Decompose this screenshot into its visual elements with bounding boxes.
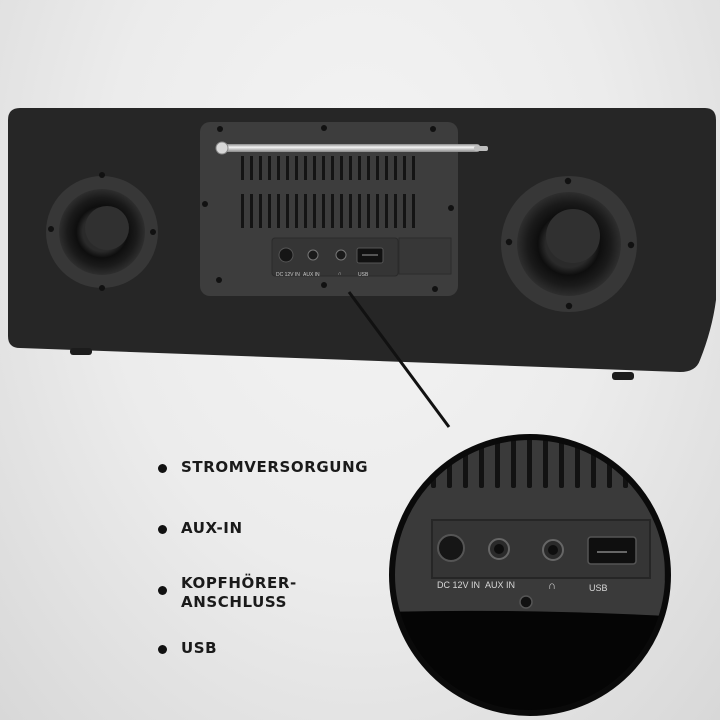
left-speaker (46, 172, 158, 291)
zoom-detail (392, 437, 668, 713)
feature-item-usb: USB (158, 639, 217, 658)
rear-panel (200, 122, 488, 296)
bullet-icon (158, 645, 167, 654)
bullet-icon (158, 525, 167, 534)
port-label-dc: DC 12V IN (276, 272, 300, 278)
feature-label: USB (181, 639, 218, 657)
bullet-icon (158, 464, 167, 473)
feature-label-line2: ANSCHLUSS (181, 593, 288, 611)
right-speaker (501, 176, 637, 312)
headphone-icon: ∩ (338, 271, 342, 277)
feature-item-aux: AUX-IN (158, 519, 243, 538)
feature-item-power: STROMVERSORGUNG (158, 458, 368, 477)
feature-label-line1: KOPFHÖRER- (181, 574, 297, 592)
bullet-icon (158, 586, 167, 595)
feature-label: AUX-IN (181, 519, 243, 537)
headphone-icon: ∩ (548, 580, 556, 592)
zoom-label-usb: USB (589, 583, 608, 593)
zoom-label-aux: AUX IN (485, 580, 516, 590)
feature-label: KOPFHÖRER- ANSCHLUSS (181, 574, 297, 612)
feature-label: STROMVERSORGUNG (181, 458, 369, 476)
zoom-label-dc: DC 12V IN (437, 580, 481, 590)
feature-item-headphone: KOPFHÖRER- ANSCHLUSS (158, 574, 297, 612)
port-label-aux: AUX IN (303, 272, 320, 278)
port-label-usb: USB (358, 272, 369, 278)
